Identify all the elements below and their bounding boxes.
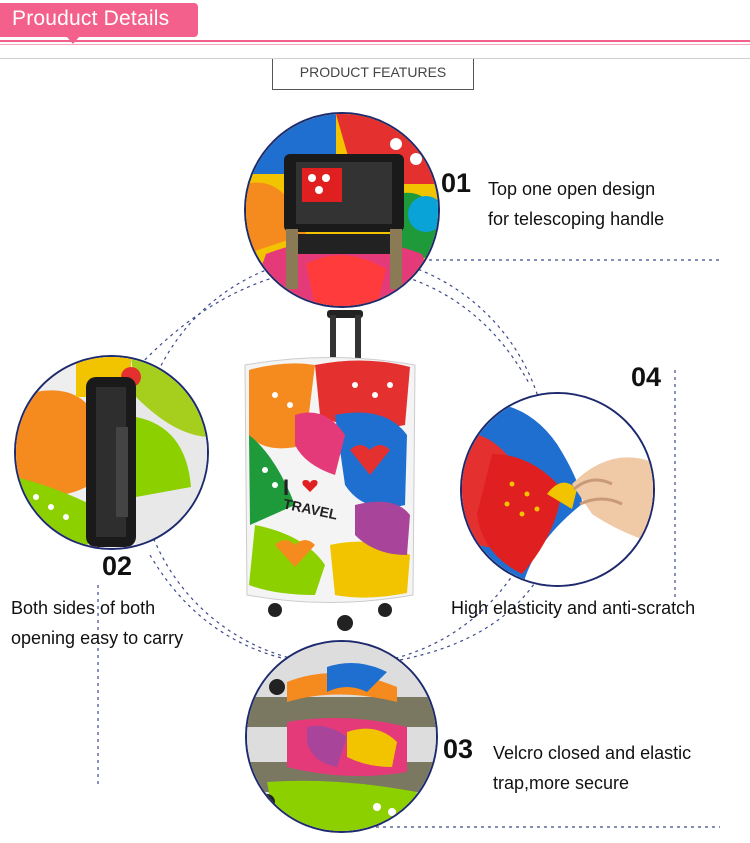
- page-title: Prouduct Details: [12, 7, 170, 30]
- connector-arc-bottom-right: [399, 574, 541, 661]
- connector-arc-bottom-left: [149, 554, 291, 661]
- suitcase-image: I TRAVEL: [235, 305, 430, 635]
- header-divider: [0, 40, 750, 42]
- feature-number-03: 03: [443, 734, 474, 764]
- feature-image-sides: [14, 355, 209, 550]
- feature-text-03-line2: trap,more secure: [493, 773, 630, 793]
- feature-text-02-line2: opening easy to carry: [11, 628, 184, 648]
- feature-number-02: 02: [102, 551, 133, 581]
- heart-icon: [302, 479, 318, 493]
- feature-number-04: 04: [631, 362, 662, 392]
- section-divider: [0, 58, 750, 59]
- header-divider-thin: [0, 44, 750, 45]
- feature-text-01-line2: for telescoping handle: [488, 209, 665, 229]
- feature-image-velcro: [245, 640, 438, 833]
- section-title: PRODUCT FEATURES: [299, 64, 447, 80]
- feature-text-01-line1: Top one open design: [488, 179, 656, 199]
- feature-text-04-line1: High elasticity and anti-scratch: [451, 598, 696, 618]
- cover-text-i: I: [283, 475, 290, 500]
- section-title-bracket: [272, 59, 474, 90]
- header-tab: [0, 3, 198, 37]
- feature-image-handle: [244, 112, 440, 308]
- feature-text-02-line1: Both sides of both: [11, 598, 156, 618]
- feature-number-01: 01: [441, 168, 472, 198]
- feature-image-elastic: [460, 392, 655, 587]
- feature-text-03-line1: Velcro closed and elastic: [493, 743, 692, 763]
